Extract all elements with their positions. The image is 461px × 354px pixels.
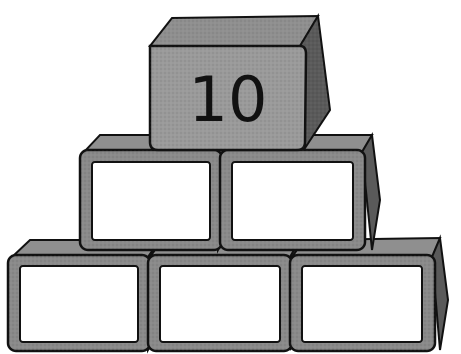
bottom-right-answer-box[interactable] (302, 266, 422, 342)
bottom-middle-block (148, 240, 300, 351)
bottom-right-block (290, 238, 448, 351)
top-block: 10 (150, 16, 330, 150)
middle-right-block (220, 135, 380, 250)
bottom-middle-answer-box[interactable] (160, 266, 280, 342)
middle-right-answer-box[interactable] (232, 162, 353, 240)
top-block-number: 10 (189, 63, 268, 136)
middle-left-answer-box[interactable] (92, 162, 210, 240)
middle-left-block (80, 135, 228, 250)
bottom-left-block (8, 240, 160, 351)
bottom-left-answer-box[interactable] (20, 266, 138, 342)
